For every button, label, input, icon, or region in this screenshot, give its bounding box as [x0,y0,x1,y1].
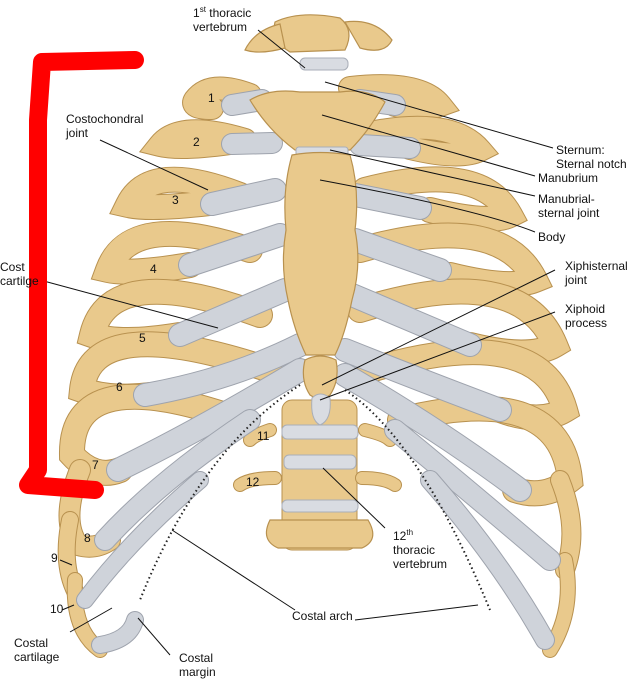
first-thoracic-vertebra [244,14,393,71]
right-ribs [338,74,584,658]
label-twelfth-thoracic-vertebrum: 12th thoracic vertebrum [393,528,448,571]
label-manubrium: Manubrium [538,171,599,185]
label-body: Body [538,230,566,244]
rib-number-11: 11 [257,429,270,443]
rib-number-8: 8 [84,531,91,545]
rib-number-10: 10 [50,602,64,616]
rib-number-2: 2 [193,135,200,149]
rib-number-5: 5 [139,331,146,345]
costal-margin-right-dotted [344,389,491,611]
label-manubrial-sternal-joint: Manubrial-sternal joint [538,192,600,220]
label-costal-arch: Costal arch [292,609,353,623]
left-costal-cartilages [76,89,312,654]
sternum [249,90,386,426]
rib-number-6: 6 [116,380,123,394]
red-bracket-annotation [19,51,144,499]
rib-number-12: 12 [246,475,260,489]
label-sternum: Sternum:Sternal notch [556,143,627,171]
rib-number-4: 4 [150,262,157,276]
thoracic-spine [265,399,374,551]
rib-number-7: 7 [92,458,99,472]
leader-lines [39,29,556,656]
rib-number-1: 1 [208,91,215,105]
rib-number-9: 9 [51,551,58,565]
label-first-thoracic-vertebrum: 1st thoracic vertebrum [193,5,252,34]
rib-number-3: 3 [172,193,179,207]
right-costal-cartilages [333,89,561,650]
